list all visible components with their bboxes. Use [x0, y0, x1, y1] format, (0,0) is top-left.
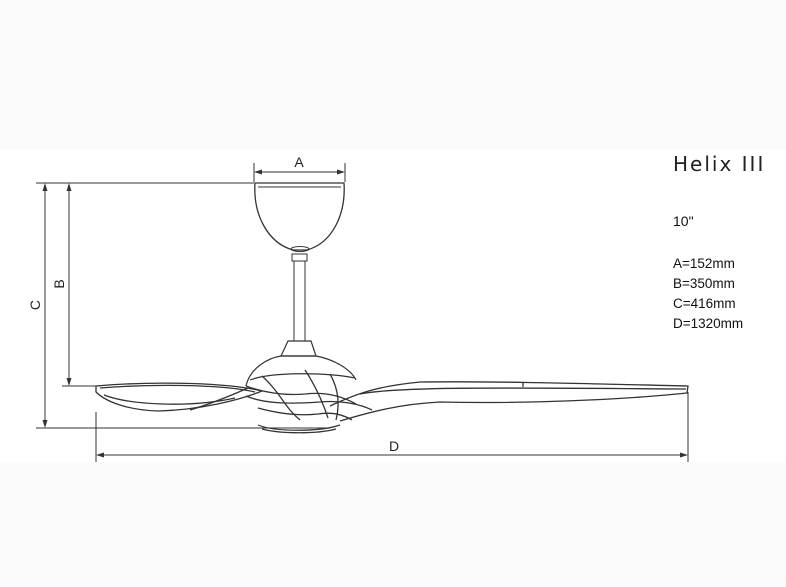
downrod [291, 253, 308, 341]
dimension-d-label: D [389, 438, 399, 454]
spec-a: A=152mm [673, 256, 735, 271]
dimension-c: C [27, 183, 330, 429]
product-title: Helix III [673, 152, 766, 176]
canopy [254, 182, 345, 251]
background-band-top [0, 0, 786, 150]
dimension-d: D [95, 392, 689, 462]
fan-blades [95, 369, 689, 422]
dimension-c-label: C [27, 300, 43, 310]
dimension-b-label: B [51, 279, 67, 288]
background-band-bottom [0, 462, 786, 587]
dimension-a-label: A [294, 154, 304, 170]
product-size: 10" [673, 213, 694, 229]
dimension-b: B [51, 183, 100, 387]
spec-c: C=416mm [673, 296, 736, 311]
motor-housing [245, 340, 357, 434]
dimension-a: A [253, 154, 346, 182]
spec-b: B=350mm [673, 276, 735, 291]
dimension-spec-list: A=152mm B=350mm C=416mm D=1320mm [673, 254, 743, 334]
spec-d: D=1320mm [673, 316, 744, 331]
